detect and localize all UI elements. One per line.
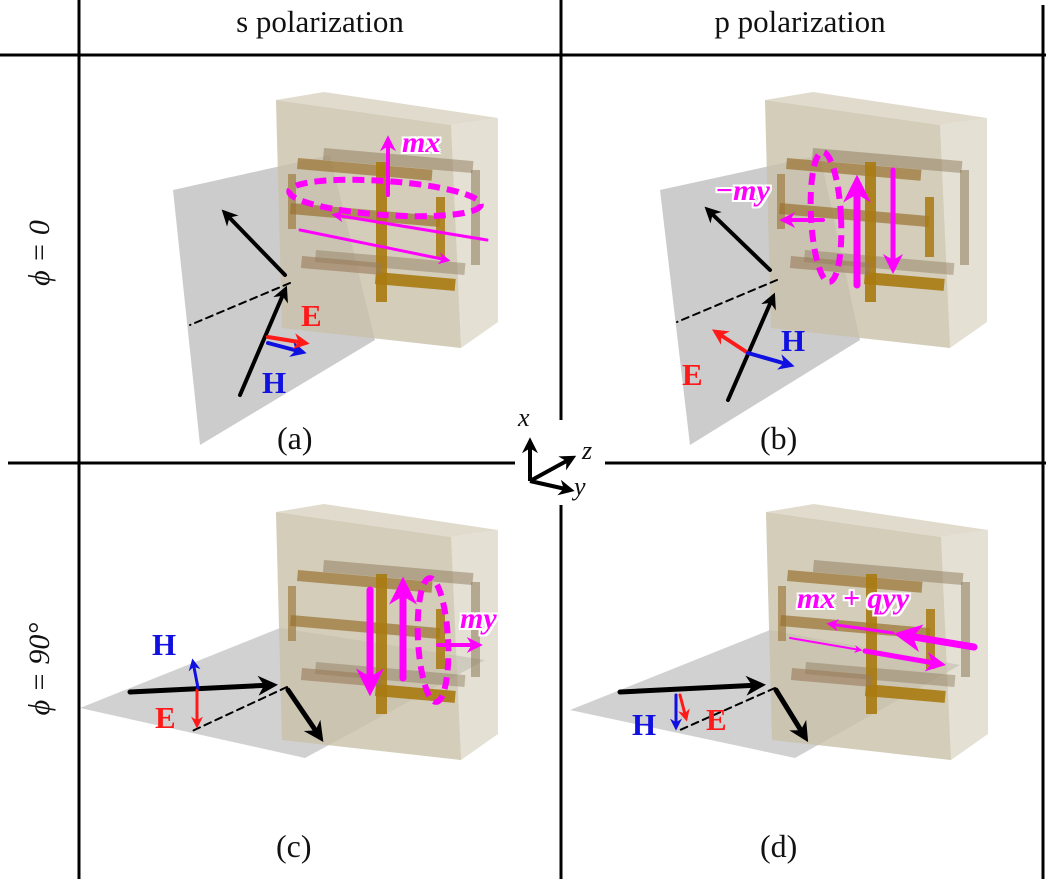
h-field-label-c: H — [152, 627, 177, 662]
e-field-label-d: E — [706, 702, 727, 737]
back-bar-bottom-d — [804, 662, 956, 688]
metal-stem-c — [376, 574, 387, 714]
current-loop-b — [807, 149, 845, 285]
slab-top-face-d — [766, 504, 988, 537]
panel-a — [173, 92, 498, 445]
e-field-label-b: E — [682, 357, 703, 392]
metal-bar-top-b — [786, 158, 922, 181]
metal-bar-bottom-d — [864, 684, 946, 703]
current-arrow-upper-right-d — [893, 624, 978, 653]
back-bar-right-b — [960, 170, 969, 265]
slab-top-face-a — [276, 92, 498, 125]
multipole-label-a: mx — [402, 126, 441, 159]
column-header-s: s polarization — [236, 4, 404, 39]
h-field-arrow-c — [188, 658, 201, 690]
back-bar-right-d — [961, 582, 970, 677]
metal-stem-a — [376, 162, 387, 302]
column-header-p: p polarization — [714, 4, 886, 39]
h-field-label-a: H — [262, 365, 287, 400]
incident-wave-arrow-a — [238, 285, 288, 397]
metal-bar-top-a — [297, 158, 433, 181]
metal-bar-lower-b — [789, 255, 871, 275]
e-field-label-c: E — [155, 700, 176, 735]
back-bar-bottom-c — [314, 662, 466, 688]
slab-top-face-b — [765, 92, 987, 125]
metal-bar-right-b — [925, 197, 934, 257]
current-arrow-lower-left-d — [789, 637, 863, 653]
multipole-label-c: my — [460, 602, 497, 635]
current-loop-a — [286, 176, 484, 220]
reflected-wave-arrow-d — [773, 687, 809, 743]
incident-wave-arrow-d — [617, 675, 766, 696]
reflected-wave-arrow-b — [704, 206, 772, 272]
panel-label-b: (b) — [760, 420, 798, 456]
metal-stem-d — [866, 574, 877, 714]
h-field-label-d: H — [632, 707, 657, 742]
h-field-label-b: H — [781, 323, 806, 358]
axis-label-z: z — [582, 436, 593, 465]
e-field-arrow-d — [678, 693, 690, 722]
metal-stem-b — [865, 162, 876, 302]
current-arrow-upper-left-d — [826, 619, 895, 635]
row-label-phi90: ϕ = 90° — [23, 622, 56, 716]
current-loop-c — [414, 575, 452, 705]
back-bar-right-a — [471, 170, 480, 265]
metal-bar-left-b — [777, 174, 785, 229]
axis-label-x: x — [518, 403, 530, 432]
incident-wave-arrow-b — [726, 292, 776, 402]
metal-bar-right-a — [436, 197, 445, 257]
current-arrow-upper-a — [331, 210, 489, 242]
slab-top-face-c — [276, 504, 498, 537]
panel-b — [660, 92, 987, 445]
panel-c — [80, 504, 498, 760]
surface-normal-dashed-d — [679, 687, 776, 731]
current-arrow-lower-a — [298, 228, 451, 265]
metal-bar-lower-a — [300, 256, 382, 275]
metal-bar-bottom-c — [374, 684, 456, 703]
metal-bar-right-c — [436, 609, 445, 669]
back-bar-top-b — [811, 148, 963, 174]
panel-label-c: (c) — [276, 828, 312, 864]
surface-normal-dashed-c — [189, 686, 288, 733]
back-bar-right-c — [471, 582, 480, 677]
panel-label-d: (d) — [760, 828, 798, 864]
back-bar-top-a — [322, 147, 474, 174]
metal-bar-top-d — [787, 569, 923, 593]
axis-label-y: y — [574, 472, 586, 501]
back-bar-top-d — [812, 559, 964, 586]
metal-bar-left-c — [288, 586, 296, 641]
metal-bar-left-d — [778, 586, 786, 641]
metal-bar-left-a — [288, 174, 296, 229]
reflected-wave-arrow-c — [285, 687, 324, 742]
incident-wave-arrow-c — [127, 675, 278, 696]
metal-bar-bottom-b — [863, 272, 945, 291]
e-field-arrow-a — [266, 333, 310, 350]
metal-bar-lower-d — [790, 667, 872, 687]
e-field-arrow-b — [711, 329, 750, 355]
h-field-arrow-a — [266, 341, 307, 357]
h-field-arrow-b — [746, 351, 795, 370]
panel-d — [570, 504, 988, 760]
row-label-phi0: ϕ = 0 — [23, 220, 56, 286]
reflected-wave-arrow-a — [221, 209, 287, 277]
back-bar-bottom-a — [314, 250, 466, 276]
e-field-label-a: E — [301, 298, 322, 333]
surface-normal-dashed-a — [189, 282, 291, 326]
coordinate-axes — [522, 437, 577, 496]
metal-bar-bottom-a — [374, 272, 456, 291]
surface-normal-dashed-b — [676, 279, 778, 323]
panel-label-a: (a) — [277, 420, 313, 456]
multipole-label-d: mx + qyy — [797, 582, 910, 615]
back-bar-top-c — [322, 560, 474, 586]
y-axis-arrow — [529, 479, 575, 496]
multipole-label-b: −my — [715, 174, 770, 207]
current-arrow-lower-right-d — [862, 648, 946, 672]
z-axis-arrow — [529, 455, 577, 483]
